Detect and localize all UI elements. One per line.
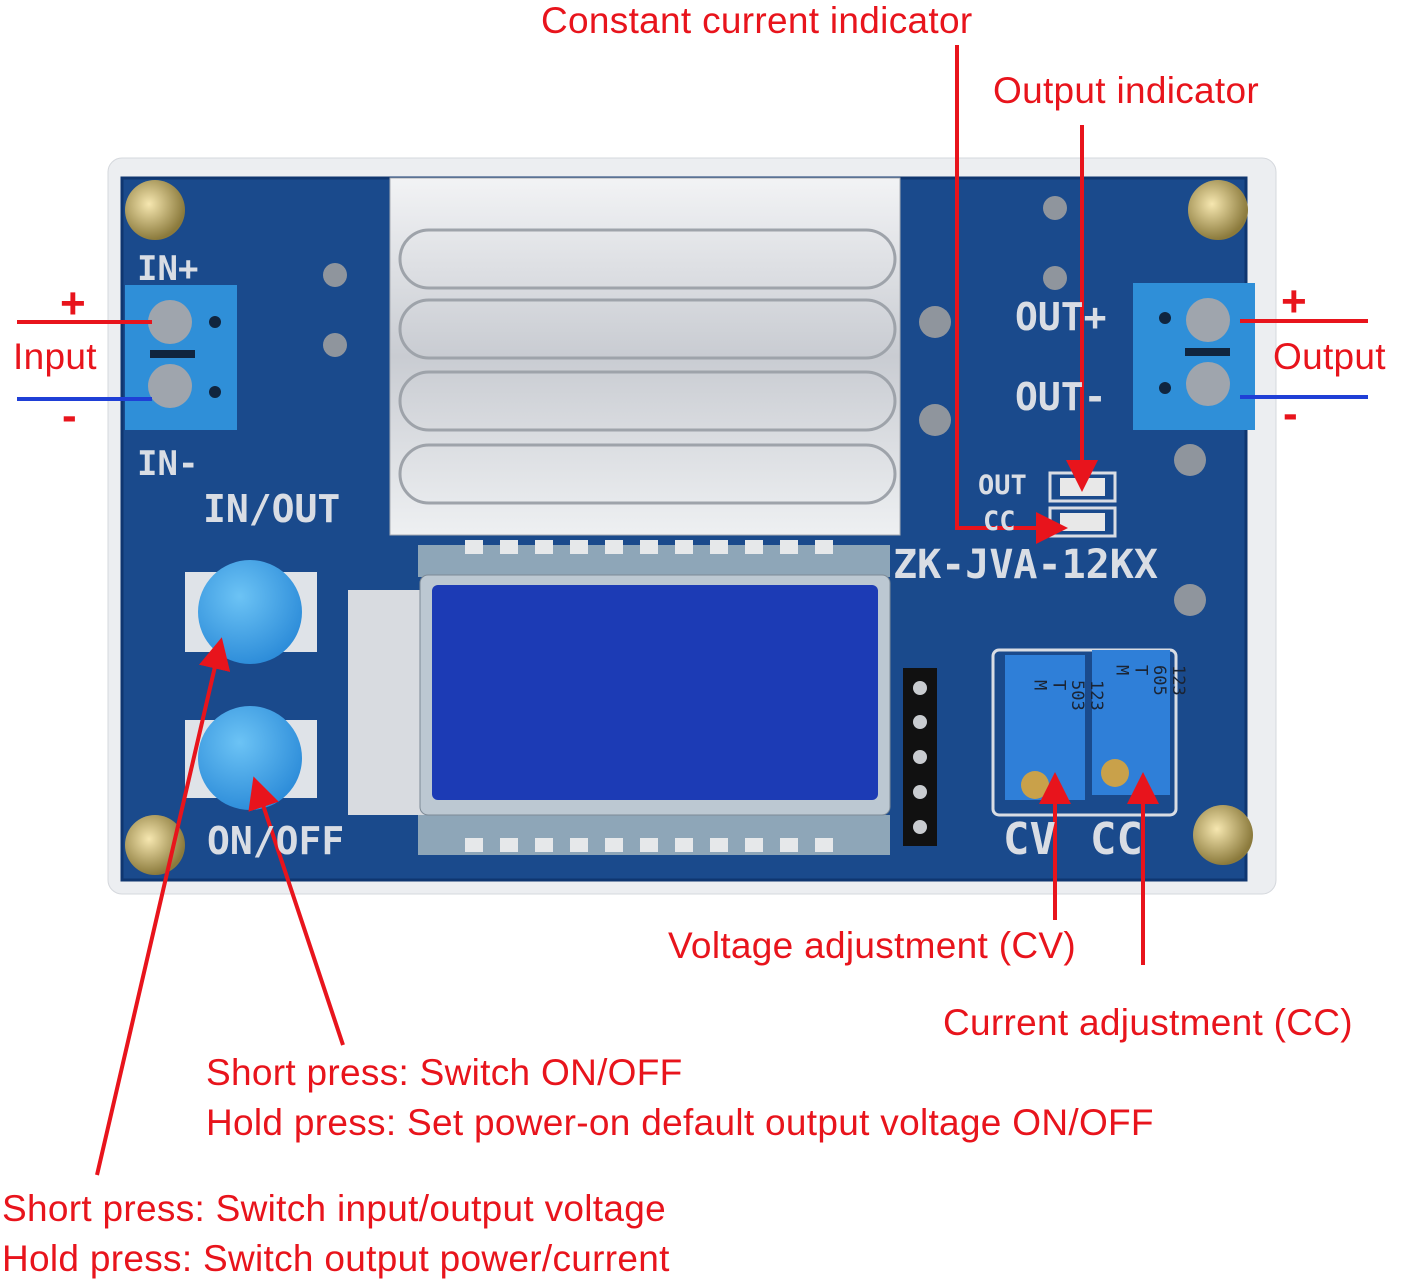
screw <box>1188 180 1248 240</box>
in-out-hold-press-label: Hold press: Switch output power/current <box>2 1238 670 1279</box>
silk-led-out: OUT <box>978 470 1027 501</box>
in-out-short-press-label: Short press: Switch input/output voltage <box>2 1188 666 1229</box>
input-plus-sign: + <box>60 279 86 328</box>
silk-cc: CC <box>1090 814 1143 865</box>
silk-cv: CV <box>1003 814 1056 865</box>
lcd-pins <box>465 540 833 852</box>
button-in-out-body <box>185 560 317 664</box>
silk-in-minus: IN- <box>137 444 199 484</box>
screw <box>125 180 185 240</box>
input-terminal <box>125 285 237 430</box>
silk-in-plus: IN+ <box>137 249 199 289</box>
voltage-adjustment-label: Voltage adjustment (CV) <box>668 925 1076 966</box>
on-off-short-press-label: Short press: Switch ON/OFF <box>206 1052 683 1093</box>
output-indicator-label: Output indicator <box>993 70 1260 111</box>
output-label: Output <box>1273 336 1386 377</box>
current-adjustment-label: Current adjustment (CC) <box>943 1002 1353 1043</box>
pot-cv-marking: 123 503 T M <box>1029 680 1106 711</box>
silk-model: ZK-JVA-12KX <box>893 542 1158 588</box>
input-label: Input <box>13 336 97 377</box>
silk-in-out: IN/OUT <box>203 487 341 531</box>
on-off-hold-press-label: Hold press: Set power-on default output … <box>206 1102 1154 1143</box>
output-plus-sign: + <box>1281 277 1307 326</box>
heatsink <box>389 177 901 536</box>
constant-current-indicator-label: Constant current indicator <box>541 0 973 41</box>
silk-out-plus: OUT+ <box>1015 295 1107 339</box>
pot-cc-marking: 123 605 T M <box>1111 665 1188 696</box>
screw <box>125 815 185 875</box>
in-out-button-arrow <box>95 637 231 1176</box>
silk-on-off: ON/OFF <box>207 819 345 863</box>
silk-led-cc: CC <box>983 506 1016 537</box>
input-minus-sign: - <box>62 391 77 440</box>
lcd-display <box>348 545 891 855</box>
silk-out-minus: OUT- <box>1015 375 1107 419</box>
output-minus-sign: - <box>1283 389 1298 438</box>
on-off-button-arrow <box>248 776 345 1046</box>
button-on-off-body <box>185 706 317 810</box>
constant-current-arrow <box>955 45 1068 544</box>
output-terminal <box>1133 283 1255 430</box>
screw <box>1193 805 1253 865</box>
